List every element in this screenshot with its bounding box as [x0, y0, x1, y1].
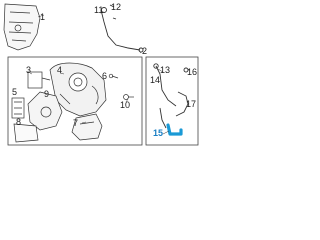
callout-14: 14 [150, 75, 161, 85]
diagram-artwork [3, 3, 199, 146]
coolant-hose [153, 63, 189, 129]
callout-4: 4 [57, 65, 63, 75]
callout-7: 7 [73, 118, 79, 128]
leader-lines [29, 11, 190, 135]
callout-12: 12 [111, 2, 122, 12]
gasket [11, 97, 25, 119]
exhaust-elbow [27, 91, 63, 131]
hose-assembly-frame [145, 56, 199, 146]
callout-3: 3 [26, 65, 32, 75]
callout-10: 10 [120, 100, 131, 110]
wastegate-actuator [27, 71, 51, 89]
callout-5: 5 [12, 87, 18, 97]
stud [108, 73, 119, 79]
callout-2: 2 [142, 46, 148, 56]
oil-feed-pipe [100, 4, 144, 53]
highlighted-hose-part [166, 123, 183, 136]
callout-11: 11 [94, 5, 104, 15]
callout-6: 6 [102, 71, 108, 81]
callout-17: 17 [186, 99, 197, 109]
callout-15: 15 [153, 128, 164, 138]
heat-shield [3, 3, 41, 51]
callout-8: 8 [16, 117, 22, 127]
turbo-assembly-frame [7, 56, 143, 146]
callout-9: 9 [44, 89, 50, 99]
lower-heat-shield [13, 123, 39, 143]
callout-16: 16 [187, 67, 198, 77]
bolt [123, 94, 134, 100]
callout-13: 13 [160, 65, 171, 75]
parts-diagram: 1 2 3 4 5 6 7 8 9 10 11 12 13 14 15 16 1… [0, 0, 200, 147]
callout-1: 1 [40, 12, 46, 22]
turbocharger [49, 62, 107, 117]
bracket [71, 113, 103, 141]
